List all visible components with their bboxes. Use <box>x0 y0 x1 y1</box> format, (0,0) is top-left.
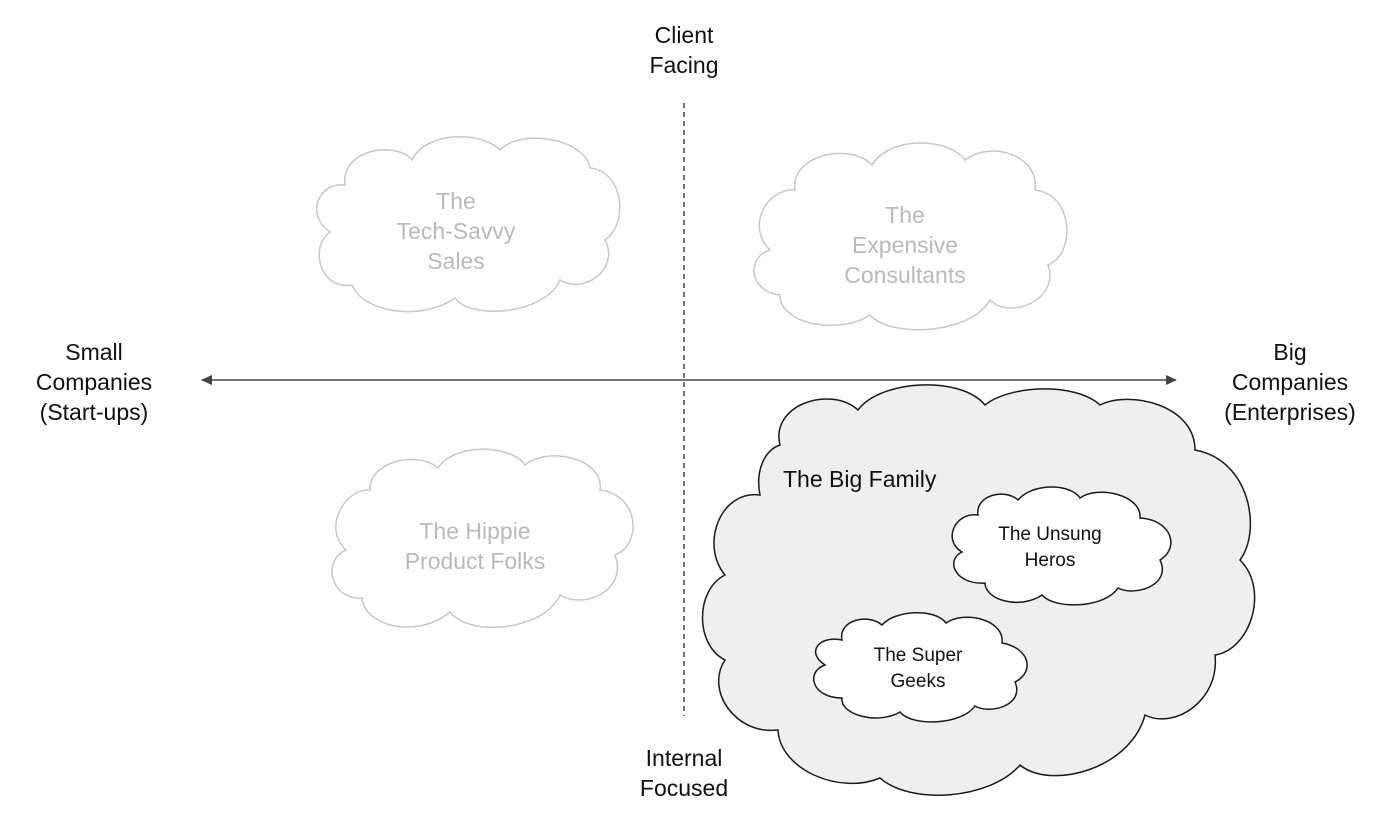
unsung-heros-line1: The Unsung <box>998 524 1102 545</box>
unsung-heros-line2: Heros <box>1024 550 1076 571</box>
right-axis-label: Big Companies (Enterprises) <box>1210 337 1370 427</box>
tech-savvy-sales-label: The Tech-Savvy Sales <box>376 186 536 276</box>
expensive-consultants-line2: Expensive <box>851 232 959 258</box>
super-geeks-label: The Super Geeks <box>848 643 988 695</box>
top-axis-label-line2: Facing <box>649 52 719 78</box>
expensive-consultants-line1: The <box>885 202 925 228</box>
bottom-axis-label-line1: Internal <box>645 745 723 771</box>
cloud-big-family <box>701 384 1256 796</box>
tech-savvy-sales-line3: Sales <box>427 248 485 274</box>
left-axis-label: Small Companies (Start-ups) <box>14 337 174 427</box>
big-family-title: The Big Family <box>783 466 937 492</box>
left-axis-label-line3: (Start-ups) <box>39 399 149 425</box>
right-axis-label-line3: (Enterprises) <box>1224 399 1356 425</box>
super-geeks-line2: Geeks <box>890 671 946 692</box>
tech-savvy-sales-line1: The <box>436 188 476 214</box>
hippie-product-folks-line1: The Hippie <box>419 518 531 544</box>
right-axis-label-line1: Big <box>1273 339 1307 365</box>
left-axis-label-line2: Companies <box>35 369 153 395</box>
cloud-expensive-consultants <box>753 142 1068 331</box>
tech-savvy-sales-line2: Tech-Savvy <box>396 218 516 244</box>
top-axis-label: Client Facing <box>624 20 744 80</box>
super-geeks-line1: The Super <box>873 645 963 666</box>
bottom-axis-label-line2: Focused <box>639 775 729 801</box>
hippie-product-folks-line2: Product Folks <box>404 548 546 574</box>
cloud-super-geeks <box>813 611 1028 723</box>
cloud-unsung-heros <box>951 486 1172 606</box>
bottom-axis-label: Internal Focused <box>614 743 754 803</box>
cloud-tech-savvy-sales <box>315 135 621 313</box>
cloud-hippie-product-folks <box>331 448 634 629</box>
big-family-label: The Big Family <box>783 464 963 494</box>
unsung-heros-label: The Unsung Heros <box>980 522 1120 574</box>
hippie-product-folks-label: The Hippie Product Folks <box>385 516 565 576</box>
expensive-consultants-label: The Expensive Consultants <box>815 200 995 290</box>
top-axis-label-line1: Client <box>654 22 714 48</box>
left-axis-label-line1: Small <box>65 339 123 365</box>
right-axis-label-line2: Companies <box>1231 369 1349 395</box>
expensive-consultants-line3: Consultants <box>844 262 966 288</box>
